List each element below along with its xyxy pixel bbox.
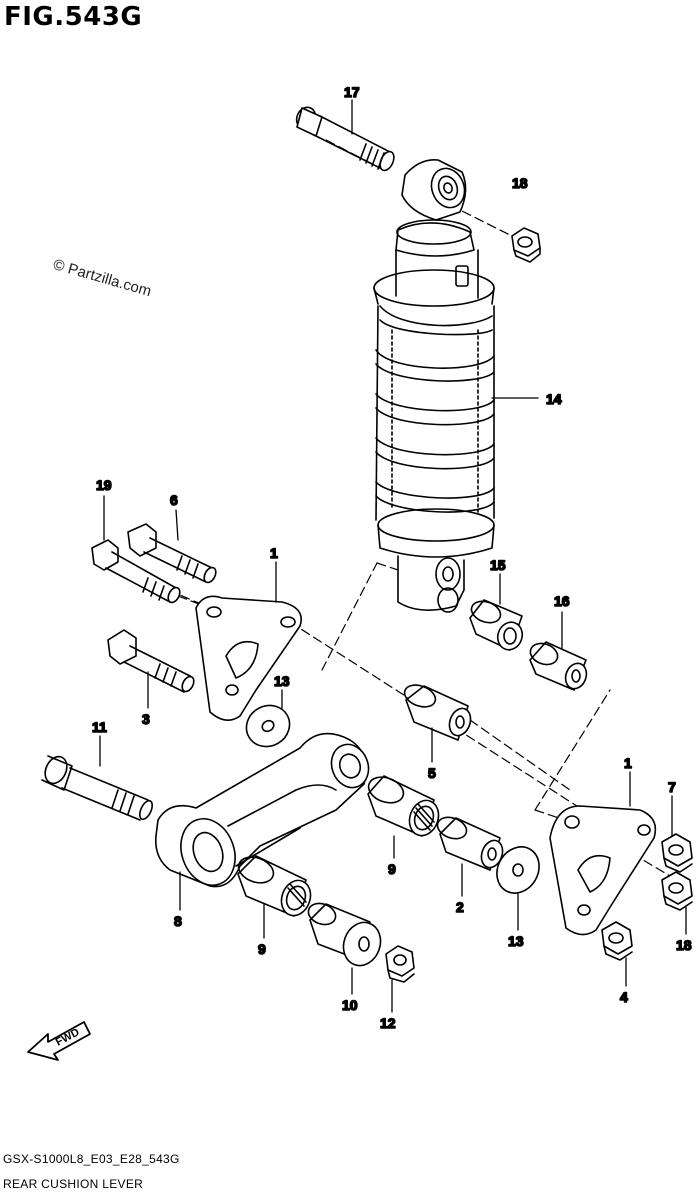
callout-9-upper: 9 — [388, 861, 396, 877]
callout-19: 19 — [96, 477, 112, 493]
callout-numbers: 17 18 14 19 6 1 15 16 3 13 11 5 1 7 9 2 … — [91, 83, 692, 1032]
bearing-9-upper — [367, 775, 440, 837]
section-name: REAR CUSHION LEVER — [3, 1177, 144, 1191]
callout-9-lower: 9 — [258, 941, 266, 957]
callout-2: 2 — [456, 899, 464, 915]
callout-11: 11 — [92, 719, 107, 735]
callout-14: 14 — [546, 391, 562, 407]
callout-18: 18 — [512, 175, 528, 191]
bolt-17 — [295, 106, 395, 172]
callout-5: 5 — [428, 765, 436, 781]
callout-8: 8 — [174, 913, 182, 929]
bushing-15 — [469, 599, 524, 651]
bolt-3 — [107, 629, 195, 693]
callout-6: 6 — [170, 492, 178, 508]
nut-18-upper — [511, 227, 541, 263]
nut-4 — [601, 921, 633, 961]
fwd-arrow-icon: FWD — [27, 1021, 91, 1061]
collar-2 — [436, 816, 504, 871]
shock-absorber-14 — [373, 158, 495, 613]
callout-17: 17 — [344, 84, 360, 100]
callout-13-upper: 13 — [274, 673, 290, 689]
cushion-lever-8 — [154, 732, 370, 888]
collar-16 — [529, 641, 588, 691]
collar-10 — [307, 902, 382, 967]
callout-13-lower: 13 — [508, 933, 524, 949]
nut-18-lower — [661, 871, 693, 911]
bolt-6 — [127, 523, 217, 584]
model-code: GSX-S1000L8_E03_E28_543G — [3, 1152, 180, 1166]
nut-7 — [661, 833, 693, 873]
washer-13-upper — [245, 704, 291, 748]
callout-leaders — [99, 99, 687, 1013]
callout-1-right: 1 — [624, 755, 632, 771]
callout-4: 4 — [620, 989, 628, 1005]
callout-15: 15 — [490, 557, 506, 573]
callout-1-left: 1 — [270, 545, 278, 561]
callout-3: 3 — [142, 711, 150, 727]
nut-12 — [385, 945, 415, 983]
plate-1-right — [549, 805, 657, 936]
callout-16: 16 — [554, 593, 570, 609]
callout-7: 7 — [668, 779, 676, 795]
bolt-19 — [91, 539, 181, 604]
callout-18-lower: 18 — [676, 937, 692, 953]
figure-title: FIG.543G — [4, 2, 143, 32]
plate-1-left — [195, 595, 302, 721]
callout-10: 10 — [342, 997, 358, 1013]
bearing-9-lower — [237, 855, 312, 917]
collar-5 — [403, 684, 472, 741]
bolt-11 — [41, 755, 153, 821]
callout-12: 12 — [380, 1015, 396, 1031]
washer-13-lower — [496, 846, 540, 894]
